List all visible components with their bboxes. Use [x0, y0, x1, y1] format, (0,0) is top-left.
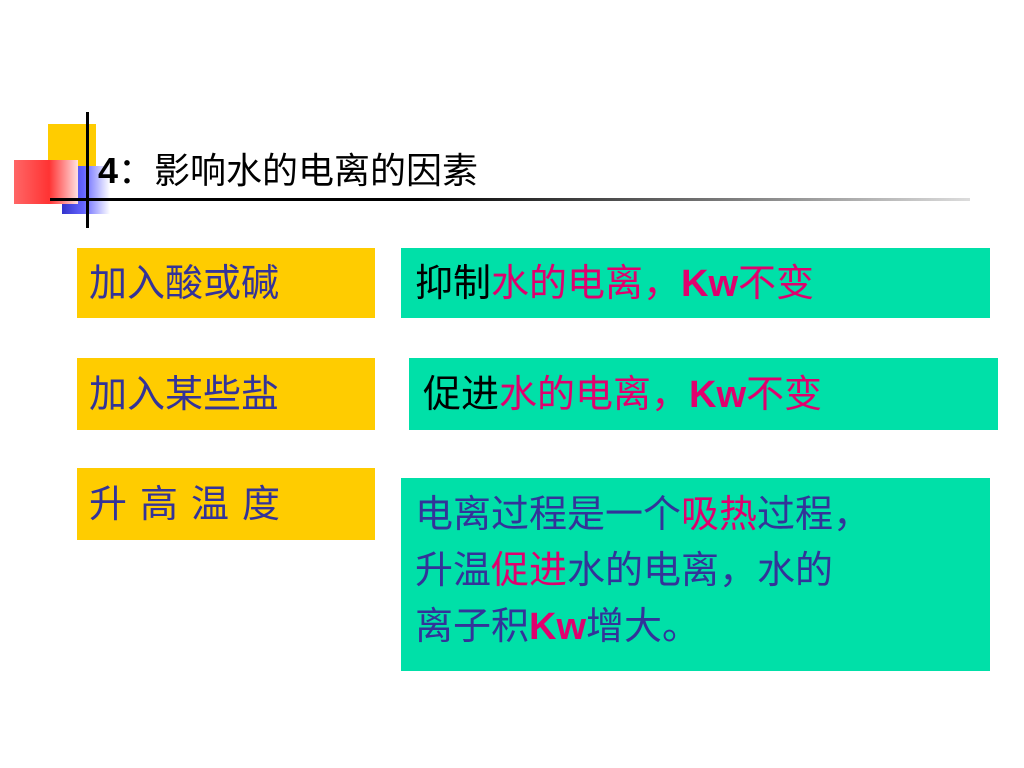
effect-tail: 不变	[738, 261, 815, 305]
effect-part6: 水的电离，水的	[567, 548, 834, 592]
effect-part8: 增大。	[586, 604, 701, 648]
effect-part5: 促进	[491, 548, 568, 592]
effect-verb: 抑制	[415, 261, 492, 305]
effect-box-temperature: 电离过程是一个吸热过程， 升温促进水的电离，水的离子积Kw增大。	[401, 478, 990, 671]
title-number: 4	[98, 150, 119, 191]
effect-verb: 促进	[423, 372, 500, 416]
effect-part4: 升温	[415, 548, 492, 592]
factor-box-temperature: 升高温度	[77, 468, 375, 540]
effect-box-salt: 促进水的电离，Kw不变	[409, 358, 998, 430]
effect-rest: 水的电离，	[491, 261, 682, 305]
effect-kw: Kw	[681, 263, 739, 305]
effect-part1: 电离过程是一个	[415, 492, 682, 536]
effect-kw: Kw	[689, 374, 747, 416]
factor-label: 加入某些盐	[89, 372, 280, 416]
effect-part7: 离子积	[415, 604, 530, 648]
factor-label: 升高温度	[89, 482, 294, 526]
effect-box-acid-base: 抑制水的电离，Kw不变	[401, 248, 990, 318]
decor-vertical-line	[86, 112, 89, 228]
effect-part2: 吸热	[681, 492, 758, 536]
factor-label: 加入酸或碱	[89, 261, 280, 305]
effect-kw: Kw	[529, 606, 587, 648]
effect-rest: 水的电离，	[499, 372, 690, 416]
title-text: 影响水的电离的因素	[154, 151, 479, 192]
factor-box-acid-base: 加入酸或碱	[77, 248, 375, 318]
decor-red-square	[14, 160, 78, 204]
slide-title: 4：影响水的电离的因素	[98, 142, 478, 194]
factor-box-salt: 加入某些盐	[77, 358, 375, 430]
title-colon: ：	[118, 151, 155, 192]
effect-tail: 不变	[746, 372, 823, 416]
title-underline	[50, 198, 970, 201]
effect-part3: 过程，	[757, 492, 872, 536]
